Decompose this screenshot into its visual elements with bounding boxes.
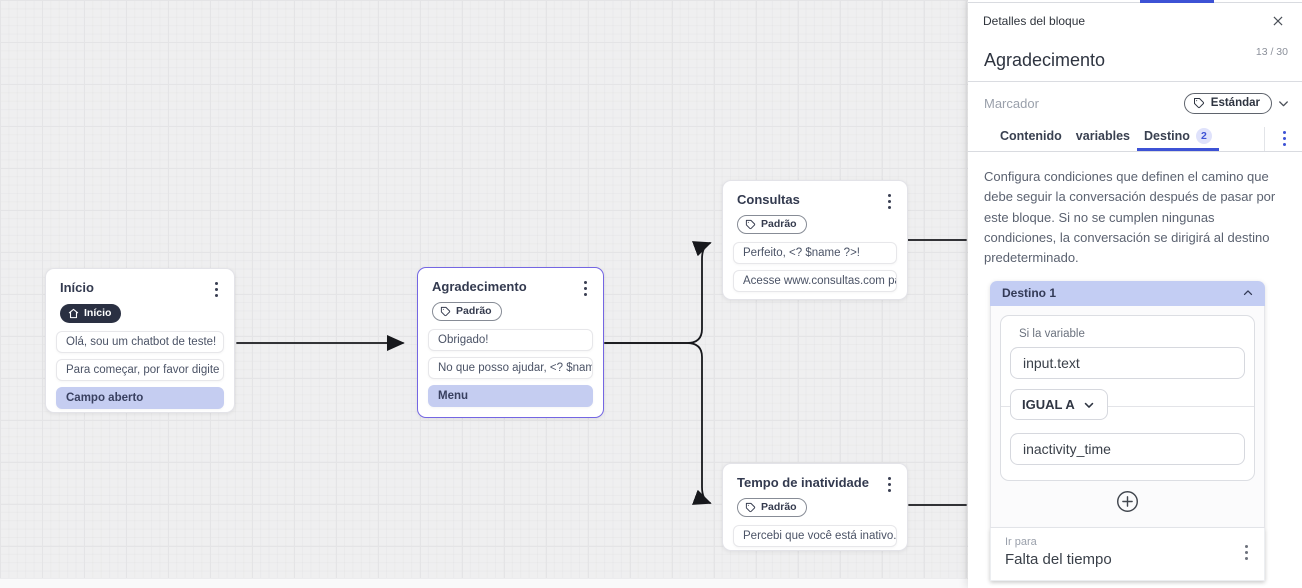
panel-title: Detalles del bloque xyxy=(983,14,1086,28)
goto-menu-icon[interactable] xyxy=(1241,543,1252,562)
node-consultas[interactable]: Consultas Padrão Perfeito, <? $name ?>! … xyxy=(722,180,908,300)
condition-divider xyxy=(1001,406,1254,408)
goto-value: Falta del tiempo xyxy=(1005,551,1112,569)
add-condition-button[interactable] xyxy=(1116,490,1139,513)
goto-section: Ir para Falta del tiempo xyxy=(990,528,1265,582)
tabbar-menu-icon[interactable] xyxy=(1279,129,1290,148)
tag-icon xyxy=(745,219,756,229)
condition-card: Si la variable IGUAL A xyxy=(1000,315,1255,482)
variable-input[interactable] xyxy=(1010,347,1245,380)
compare-value-input[interactable] xyxy=(1010,433,1245,466)
operator-select[interactable]: IGUAL A xyxy=(1010,389,1108,421)
char-counter: 13 / 30 xyxy=(1255,46,1288,58)
tabbar-divider xyxy=(1264,127,1265,151)
tag-icon xyxy=(745,502,756,512)
tab-contenido[interactable]: Contenido xyxy=(1000,128,1062,143)
close-icon[interactable] xyxy=(1269,12,1287,30)
edge-agradecimento-tempo xyxy=(604,342,712,505)
tag-icon xyxy=(1193,98,1204,109)
message-row[interactable]: Acesse www.consultas.com par... xyxy=(733,270,897,292)
node-title: Início xyxy=(60,280,94,295)
node-menu-icon[interactable] xyxy=(580,279,591,298)
tab-destino[interactable]: Destino 2 xyxy=(1137,123,1219,151)
detail-tabs: Contenido variables Destino 2 xyxy=(968,123,1302,152)
block-name-input[interactable] xyxy=(984,50,1214,81)
tab-variables[interactable]: variables xyxy=(1075,128,1131,143)
node-title: Tempo de inatividade xyxy=(737,475,869,490)
node-menu-icon[interactable] xyxy=(884,475,895,494)
cropped-tabbar xyxy=(968,0,1302,3)
condition-label: Si la variable xyxy=(1019,328,1085,341)
padrao-chip: Padrão xyxy=(737,498,807,517)
cropped-active-tab-underline xyxy=(1140,0,1214,3)
message-row[interactable]: Perfeito, <? $name ?>! xyxy=(733,242,897,264)
estandar-chip[interactable]: Estándar xyxy=(1183,93,1272,114)
horizontal-scrollbar[interactable] xyxy=(0,578,968,588)
message-row[interactable]: Obrigado! xyxy=(428,329,593,351)
open-field-row[interactable]: Campo aberto xyxy=(56,387,224,409)
block-details-panel: Detalles del bloque 13 / 30 Estándar Con… xyxy=(968,0,1302,588)
node-title: Consultas xyxy=(737,192,800,207)
node-title: Agradecimento xyxy=(432,279,527,294)
start-badge: Início xyxy=(60,304,122,323)
menu-row[interactable]: Menu xyxy=(428,385,593,407)
node-inicio[interactable]: Início Início Olá, sou um chatbot de tes… xyxy=(45,268,235,413)
destination-header[interactable]: Destino 1 xyxy=(990,281,1265,307)
padrao-chip: Padrão xyxy=(432,302,502,321)
node-menu-icon[interactable] xyxy=(211,280,222,299)
message-row[interactable]: Percebi que você está inativo. C... xyxy=(733,525,897,547)
message-row[interactable]: Olá, sou um chatbot de teste! xyxy=(56,331,224,353)
destino-count-badge: 2 xyxy=(1195,127,1212,144)
marker-input[interactable] xyxy=(984,96,1124,111)
home-icon xyxy=(68,308,79,318)
node-menu-icon[interactable] xyxy=(884,192,895,211)
tag-icon xyxy=(440,306,451,316)
node-agradecimento[interactable]: Agradecimento Padrão Obrigado! No que po… xyxy=(417,267,604,418)
goto-label: Ir para xyxy=(1005,536,1037,549)
chevron-up-icon[interactable] xyxy=(1241,286,1255,300)
edge-agradecimento-consultas xyxy=(604,241,712,344)
message-row[interactable]: No que posso ajudar, <? $name ... xyxy=(428,357,593,379)
node-tempo-inatividade[interactable]: Tempo de inatividade Padrão Percebi que … xyxy=(722,463,908,551)
chevron-down-icon xyxy=(1084,402,1093,408)
destination-card: Destino 1 Si la variable IGUAL A xyxy=(990,281,1265,582)
chevron-down-icon[interactable] xyxy=(1276,96,1291,111)
message-row[interactable]: Para começar, por favor digite o ... xyxy=(56,359,224,381)
padrao-chip: Padrão xyxy=(737,215,807,234)
destination-description: Configura condiciones que definen el cam… xyxy=(984,169,1276,266)
